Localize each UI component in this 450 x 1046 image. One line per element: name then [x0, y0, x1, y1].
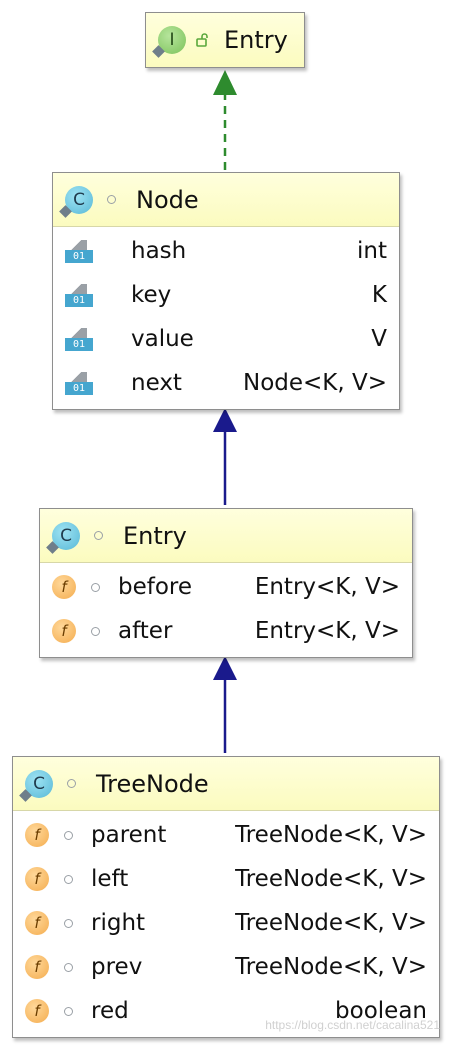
field-name: red: [91, 998, 129, 1024]
field-row[interactable]: f prev TreeNode<K, V>: [25, 945, 427, 989]
treenode-class-title: TreeNode: [96, 769, 209, 798]
field-name: right: [91, 910, 146, 936]
field-icon: f: [25, 955, 49, 979]
field-name: after: [118, 618, 173, 644]
binary-field-icon: 01: [65, 284, 93, 307]
node-class-header: C Node: [53, 173, 399, 227]
entry-class-title: Entry: [123, 521, 187, 550]
inheritance-arrow-head-1: [213, 408, 237, 432]
field-type: TreeNode<K, V>: [235, 822, 427, 848]
field-name: hash: [131, 238, 187, 264]
field-row[interactable]: 01 hash int: [65, 229, 387, 273]
field-name: next: [131, 370, 182, 396]
field-type: TreeNode<K, V>: [235, 866, 427, 892]
treenode-class-box[interactable]: C TreeNode f parent TreeNode<K, V> f lef…: [12, 756, 440, 1038]
field-row[interactable]: f red boolean: [25, 989, 427, 1033]
field-type: Node<K, V>: [242, 370, 387, 396]
field-type: Entry<K, V>: [254, 618, 400, 644]
field-type: int: [357, 238, 387, 264]
field-name: parent: [91, 822, 167, 848]
field-row[interactable]: 01 value V: [65, 317, 387, 361]
entry-interface-header: I Entry: [146, 13, 304, 67]
field-row[interactable]: f parent TreeNode<K, V>: [25, 813, 427, 857]
field-icon: f: [25, 999, 49, 1023]
visibility-package-icon: [107, 195, 116, 204]
field-icon: f: [25, 911, 49, 935]
field-row[interactable]: f right TreeNode<K, V>: [25, 901, 427, 945]
node-class-title: Node: [136, 185, 199, 214]
treenode-class-header: C TreeNode: [13, 757, 439, 811]
binary-field-icon: 01: [65, 328, 93, 351]
field-type: boolean: [335, 998, 427, 1024]
class-icon: C: [59, 185, 93, 218]
field-name: key: [131, 282, 172, 308]
field-type: K: [371, 282, 387, 308]
visibility-package-icon: [64, 830, 73, 840]
class-icon: C: [46, 521, 80, 554]
field-row[interactable]: f after Entry<K, V>: [52, 609, 400, 653]
field-type: TreeNode<K, V>: [235, 910, 427, 936]
visibility-package-icon: [91, 582, 100, 592]
open-lock-icon: [196, 33, 208, 47]
inheritance-arrow-head-2: [213, 656, 237, 680]
field-icon: f: [52, 619, 76, 643]
field-type: V: [371, 326, 387, 352]
field-row[interactable]: f left TreeNode<K, V>: [25, 857, 427, 901]
entry-class-header: C Entry: [40, 509, 412, 563]
field-row[interactable]: f before Entry<K, V>: [52, 565, 400, 609]
field-row[interactable]: 01 next Node<K, V>: [65, 361, 387, 405]
field-name: value: [131, 326, 194, 352]
binary-field-icon: 01: [65, 240, 93, 263]
class-icon: C: [19, 769, 53, 802]
entry-interface-title: Entry: [224, 26, 288, 54]
field-icon: f: [25, 867, 49, 891]
watermark: https://blog.csdn.net/cacalina521: [265, 1018, 440, 1032]
node-class-box[interactable]: C Node 01 hash int 01 key K 01 value V 0…: [52, 172, 400, 410]
field-icon: f: [52, 575, 76, 599]
visibility-package-icon: [64, 918, 73, 928]
field-row[interactable]: 01 key K: [65, 273, 387, 317]
field-name: before: [118, 574, 193, 600]
field-name: left: [91, 866, 129, 892]
interface-icon: I: [152, 26, 186, 58]
visibility-package-icon: [91, 626, 100, 636]
field-type: Entry<K, V>: [254, 574, 400, 600]
visibility-package-icon: [64, 874, 73, 884]
field-type: TreeNode<K, V>: [235, 954, 427, 980]
field-name: prev: [91, 954, 143, 980]
entry-interface-box[interactable]: I Entry: [145, 12, 305, 68]
visibility-package-icon: [64, 1006, 73, 1016]
binary-field-icon: 01: [65, 372, 93, 395]
visibility-package-icon: [67, 779, 76, 788]
realization-arrow-head: [213, 70, 237, 95]
visibility-package-icon: [64, 962, 73, 972]
entry-class-box[interactable]: C Entry f before Entry<K, V> f after Ent…: [39, 508, 413, 658]
field-icon: f: [25, 823, 49, 847]
visibility-package-icon: [94, 531, 103, 540]
